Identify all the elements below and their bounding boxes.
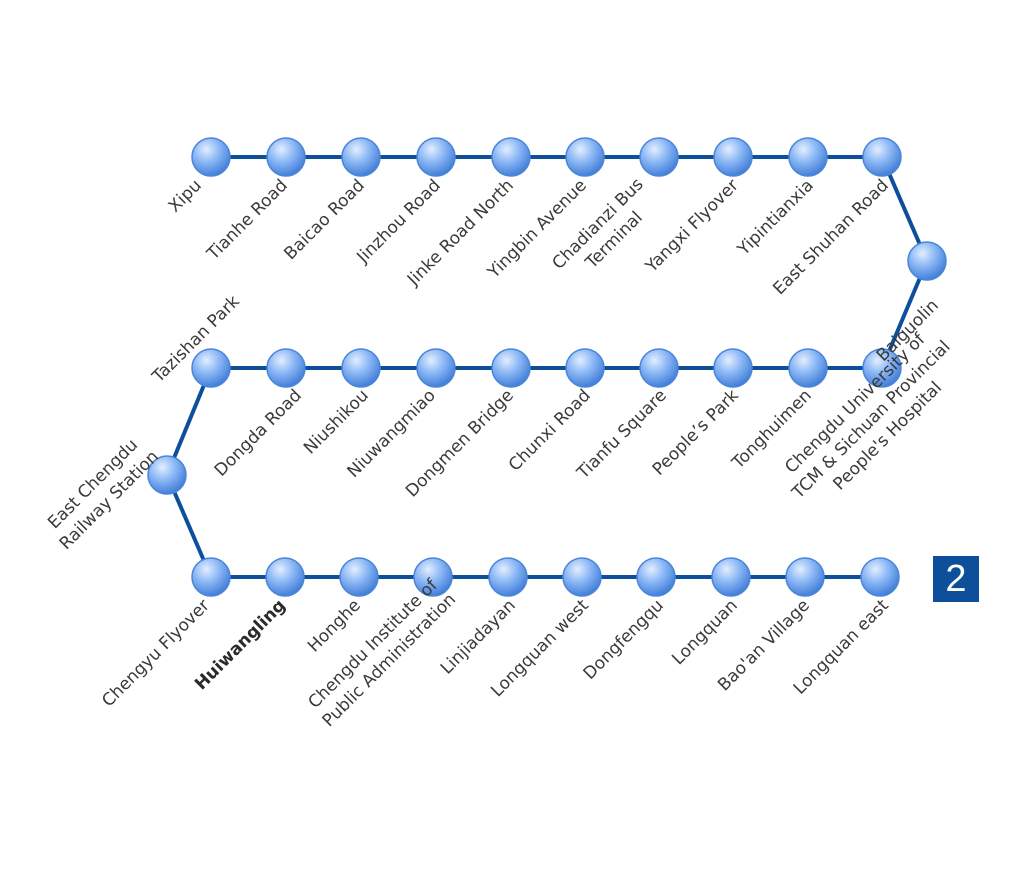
station-label-line: Yangxi Flyover xyxy=(641,176,743,278)
station-marker-tonghuimen[interactable] xyxy=(788,348,828,388)
station-marker-jinzhou-road[interactable] xyxy=(416,137,456,177)
station-marker-yipintianxia[interactable] xyxy=(788,137,828,177)
station-marker-chunxi-road[interactable] xyxy=(565,348,605,388)
station-marker-linjiadayan[interactable] xyxy=(488,557,528,597)
station-marker-chadianzi-bus-terminal[interactable] xyxy=(639,137,679,177)
stations-layer xyxy=(147,137,947,597)
station-label-dongda-road: Dongda Road xyxy=(211,386,306,481)
station-label-line: Chengyu Flyover xyxy=(98,596,214,712)
station-label-line: Dongfengqu xyxy=(580,596,668,684)
station-marker-baiguolin[interactable] xyxy=(907,241,947,281)
station-label-dongfengqu: Dongfengqu xyxy=(580,596,668,684)
station-label-tianhe-road: Tianhe Road xyxy=(203,176,292,265)
station-marker-yingbin-avenue[interactable] xyxy=(565,137,605,177)
station-marker-yangxi-flyover[interactable] xyxy=(713,137,753,177)
station-label-yipintianxia: Yipintianxia xyxy=(733,176,818,261)
station-label-line: Tianhe Road xyxy=(203,176,292,265)
station-marker-xipu[interactable] xyxy=(191,137,231,177)
station-marker-peoples-park[interactable] xyxy=(713,348,753,388)
station-label-line: Yipintianxia xyxy=(733,176,818,261)
station-marker-tazishan-park[interactable] xyxy=(191,348,231,388)
station-marker-dongmen-bridge[interactable] xyxy=(491,348,531,388)
station-marker-dongda-road[interactable] xyxy=(266,348,306,388)
station-marker-baoan-village[interactable] xyxy=(785,557,825,597)
station-marker-east-shuhan-road[interactable] xyxy=(862,137,902,177)
station-marker-chengyu-flyover[interactable] xyxy=(191,557,231,597)
station-marker-longquan-west[interactable] xyxy=(562,557,602,597)
station-label-longquan: Longquan xyxy=(668,596,741,669)
station-label-yangxi-flyover: Yangxi Flyover xyxy=(641,176,743,278)
station-marker-dongfengqu[interactable] xyxy=(636,557,676,597)
station-label-line: Longquan xyxy=(668,596,741,669)
station-marker-tianfu-square[interactable] xyxy=(639,348,679,388)
station-marker-longquan-east[interactable] xyxy=(860,557,900,597)
station-marker-longquan[interactable] xyxy=(711,557,751,597)
station-marker-east-chengdu-railway-station[interactable] xyxy=(147,455,187,495)
station-marker-jinke-road-north[interactable] xyxy=(491,137,531,177)
line-number-badge: 2 xyxy=(933,556,979,602)
station-label-line: Niushikou xyxy=(300,386,373,459)
station-marker-baicao-road[interactable] xyxy=(341,137,381,177)
station-marker-chengdu-institute-public-administration[interactable] xyxy=(413,557,453,597)
station-marker-niushikou[interactable] xyxy=(341,348,381,388)
station-marker-huiwangling[interactable] xyxy=(265,557,305,597)
station-marker-niuwangmiao[interactable] xyxy=(416,348,456,388)
station-marker-chengdu-tcm[interactable] xyxy=(862,348,902,388)
station-label-chengyu-flyover: Chengyu Flyover xyxy=(98,596,214,712)
station-label-line: Dongda Road xyxy=(211,386,306,481)
station-marker-tianhe-road[interactable] xyxy=(266,137,306,177)
station-label-line: Xipu xyxy=(165,176,206,217)
station-label-xipu: Xipu xyxy=(165,176,206,217)
station-marker-honghe[interactable] xyxy=(339,557,379,597)
station-label-niushikou: Niushikou xyxy=(300,386,373,459)
